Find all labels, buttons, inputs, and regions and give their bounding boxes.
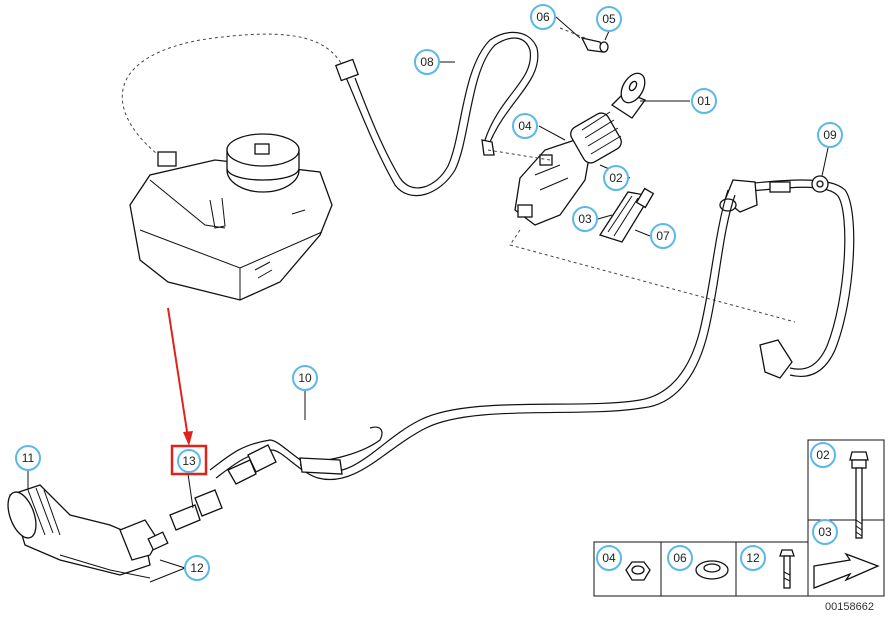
callout-09: 09 [817, 122, 843, 148]
callout-03: 03 [572, 206, 598, 232]
svg-text:03: 03 [818, 525, 832, 539]
legend-callout-04: 04 [596, 545, 622, 571]
clip-06-icon [695, 560, 729, 580]
svg-text:12: 12 [190, 561, 204, 575]
legend-callout-02: 02 [810, 442, 836, 468]
callout-02: 02 [603, 165, 629, 191]
svg-text:04: 04 [602, 551, 616, 565]
master-cylinder [514, 72, 647, 226]
svg-text:08: 08 [420, 55, 434, 69]
callout-05: 05 [596, 6, 622, 32]
svg-text:03: 03 [578, 212, 592, 226]
callout-06: 06 [530, 4, 556, 30]
svg-text:07: 07 [656, 229, 670, 243]
svg-text:06: 06 [536, 10, 550, 24]
bolt-02-icon [849, 451, 869, 539]
callout-11: 11 [15, 445, 41, 471]
svg-text:02: 02 [816, 448, 830, 462]
reservoir [121, 33, 346, 301]
line-09 [719, 175, 855, 379]
legend-grid [593, 439, 885, 597]
line-10 [209, 189, 736, 485]
svg-text:02: 02 [609, 171, 623, 185]
arrow-03-icon [813, 552, 880, 589]
svg-text:11: 11 [22, 451, 35, 465]
legend-callout-06: 06 [667, 545, 693, 571]
svg-text:05: 05 [602, 12, 616, 26]
diagram-id: 00158662 [825, 601, 874, 613]
nut-04-icon [625, 561, 651, 581]
hose-08 [334, 31, 539, 197]
svg-text:10: 10 [298, 371, 312, 385]
legend-callout-12: 12 [740, 545, 766, 571]
callout-04: 04 [512, 113, 538, 139]
bolt-12-icon [779, 549, 795, 589]
callout-10: 10 [292, 365, 318, 391]
svg-text:04: 04 [518, 119, 532, 133]
callout-01: 01 [691, 88, 717, 114]
svg-text:09: 09 [823, 128, 837, 142]
svg-text:06: 06 [673, 551, 687, 565]
bracket-07 [598, 187, 655, 243]
svg-text:12: 12 [746, 551, 760, 565]
callout-07: 07 [650, 223, 676, 249]
highlight-arrow [167, 307, 193, 446]
callout-13-highlighted: 13 [170, 444, 208, 476]
svg-text:13: 13 [182, 454, 196, 468]
callout-12: 12 [184, 555, 210, 581]
pin-05 [580, 37, 609, 53]
callout-08: 08 [414, 49, 440, 75]
slave-cylinder [7, 484, 223, 579]
legend-callout-03: 03 [812, 519, 838, 545]
svg-text:01: 01 [697, 94, 711, 108]
